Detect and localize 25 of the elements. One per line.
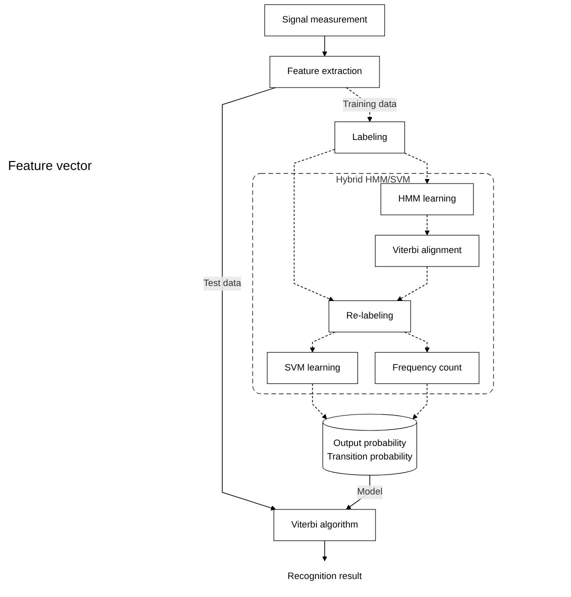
arrow: [404, 332, 430, 353]
arrow: [222, 87, 276, 510]
node-box: Frequency count: [374, 352, 480, 384]
node-box: Signal measurement: [264, 4, 385, 36]
arrow: [404, 152, 430, 184]
node-box: Feature extraction: [270, 56, 380, 88]
node-text: Recognition result: [288, 571, 362, 582]
edge-label: Test data: [203, 278, 242, 288]
arrow: [312, 383, 327, 420]
edge-label: Training data: [342, 99, 397, 110]
edge-label: Model: [357, 487, 382, 497]
node-box: Labeling: [334, 122, 406, 154]
arrow: [294, 149, 336, 302]
edge-note: Feature vector: [8, 158, 93, 173]
node-box: SVM learning: [266, 352, 358, 384]
arrow: [424, 214, 430, 236]
node-box: HMM learning: [380, 183, 474, 216]
arrow: [322, 36, 328, 56]
node-box: Viterbi algorithm: [274, 509, 376, 542]
arrow: [322, 540, 328, 562]
arrow: [396, 266, 428, 301]
node-box: Re-labeling: [328, 300, 411, 332]
node-box: Viterbi alignment: [374, 234, 480, 267]
arrow: [412, 383, 428, 420]
arrow: [310, 332, 336, 353]
